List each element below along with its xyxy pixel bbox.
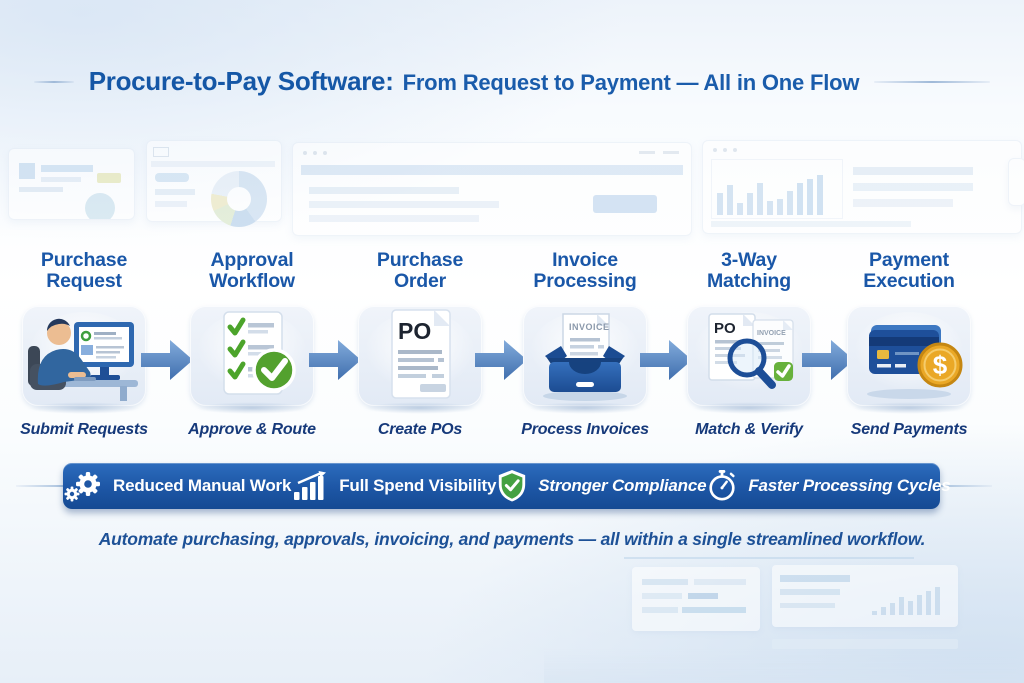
benefit-label: Faster Processing Cycles — [748, 476, 951, 495]
flow-arrow-icon — [475, 340, 527, 380]
benefit-reduced-manual-work: Reduced Manual Work — [63, 469, 291, 503]
faded-report-window — [146, 140, 282, 227]
title-main: Procure-to-Pay Software: — [88, 66, 394, 96]
svg-text:INVOICE: INVOICE — [757, 330, 786, 337]
approved-checklist-icon — [223, 311, 296, 395]
title-rule-right — [874, 80, 991, 83]
mini-bar-chart — [711, 159, 843, 219]
faded-report-card — [772, 565, 958, 627]
step-three-way-matching: 3-Way Matching PO INVOICE — [665, 250, 833, 439]
step-caption: Submit Requests — [20, 421, 148, 438]
credit-card-coin-icon: $ — [867, 325, 963, 399]
stopwatch-icon — [709, 470, 735, 501]
page-title: Procure-to-Pay Software: From Request to … — [0, 66, 1024, 97]
step-title: Payment Execution — [863, 249, 955, 292]
svg-text:PO: PO — [714, 320, 736, 337]
benefits-banner: Reduced Manual Work Full Spend Visibilit… — [63, 463, 951, 509]
step-title: Purchase Order — [376, 249, 464, 292]
faded-window-edge — [1008, 158, 1024, 206]
benefit-full-spend-visibility: Full Spend Visibility — [291, 471, 496, 501]
benefit-label: Full Spend Visibility — [339, 476, 497, 495]
faded-dashboard-window — [8, 148, 135, 220]
step-purchase-request: Purchase Request — [0, 250, 168, 439]
person-at-computer-icon — [28, 318, 138, 401]
step-card: $ — [847, 306, 971, 414]
step-caption: Create POs — [377, 421, 463, 438]
flow-arrow-icon — [802, 340, 854, 380]
three-way-matching-icon: PO INVOICE — [708, 313, 794, 389]
step-purchase-order: Purchase Order PO Create POs — [336, 250, 504, 439]
step-invoice-processing: Invoice Processing INVOICE Process Invoi… — [501, 250, 669, 439]
benefit-label: Stronger Compliance — [538, 476, 707, 495]
mini-button — [593, 195, 657, 213]
benefit-label: Reduced Manual Work — [113, 476, 292, 495]
po-document-icon: PO — [391, 309, 451, 399]
benefit-faster-processing-cycles: Faster Processing Cycles — [706, 469, 951, 503]
flow-arrow-icon — [141, 340, 193, 380]
title-sub: From Request to Payment — All in One Flo… — [402, 70, 860, 95]
faded-analytics-window — [702, 140, 1022, 234]
tagline: Automate purchasing, approvals, invoicin… — [98, 529, 926, 549]
step-card: PO — [358, 306, 482, 414]
step-title: Invoice Processing — [533, 249, 637, 292]
step-payment-execution: Payment Execution $ Send Payments — [825, 250, 993, 439]
faded-list-card — [632, 567, 760, 631]
step-title: 3-Way Matching — [707, 249, 791, 292]
step-caption: Approve & Route — [188, 421, 316, 438]
bar-chart-growth-icon — [294, 471, 327, 500]
step-caption: Process Invoices — [521, 421, 649, 438]
step-caption: Match & Verify — [695, 421, 803, 438]
banner-rule-right — [940, 485, 992, 487]
step-approval-workflow: Approval Workflow Approve & Route — [168, 250, 336, 439]
donut-chart — [211, 171, 267, 227]
mini-pie-chart — [85, 193, 115, 219]
flow-arrow-icon — [640, 340, 692, 380]
step-caption: Send Payments — [850, 421, 968, 438]
title-rule-left — [33, 80, 74, 83]
svg-text:INVOICE: INVOICE — [569, 322, 610, 332]
step-card: PO INVOICE — [687, 306, 811, 414]
banner-rule-left — [16, 485, 63, 487]
step-card — [22, 306, 146, 414]
faded-app-mockups-bottom — [544, 555, 1024, 683]
svg-text:PO: PO — [398, 318, 431, 344]
svg-text:$: $ — [933, 350, 948, 380]
invoice-inbox-icon: INVOICE — [543, 313, 627, 401]
faded-form-window — [292, 142, 692, 236]
gears-icon — [64, 472, 100, 502]
flow-arrow-icon — [309, 340, 361, 380]
step-title: Approval Workflow — [209, 249, 295, 292]
benefit-stronger-compliance: Stronger Compliance — [496, 469, 707, 503]
step-card — [190, 306, 314, 414]
step-title: Purchase Request — [40, 249, 128, 292]
faded-app-mockups-top — [0, 0, 1024, 250]
step-card: INVOICE — [523, 306, 647, 414]
shield-check-icon — [499, 470, 526, 502]
